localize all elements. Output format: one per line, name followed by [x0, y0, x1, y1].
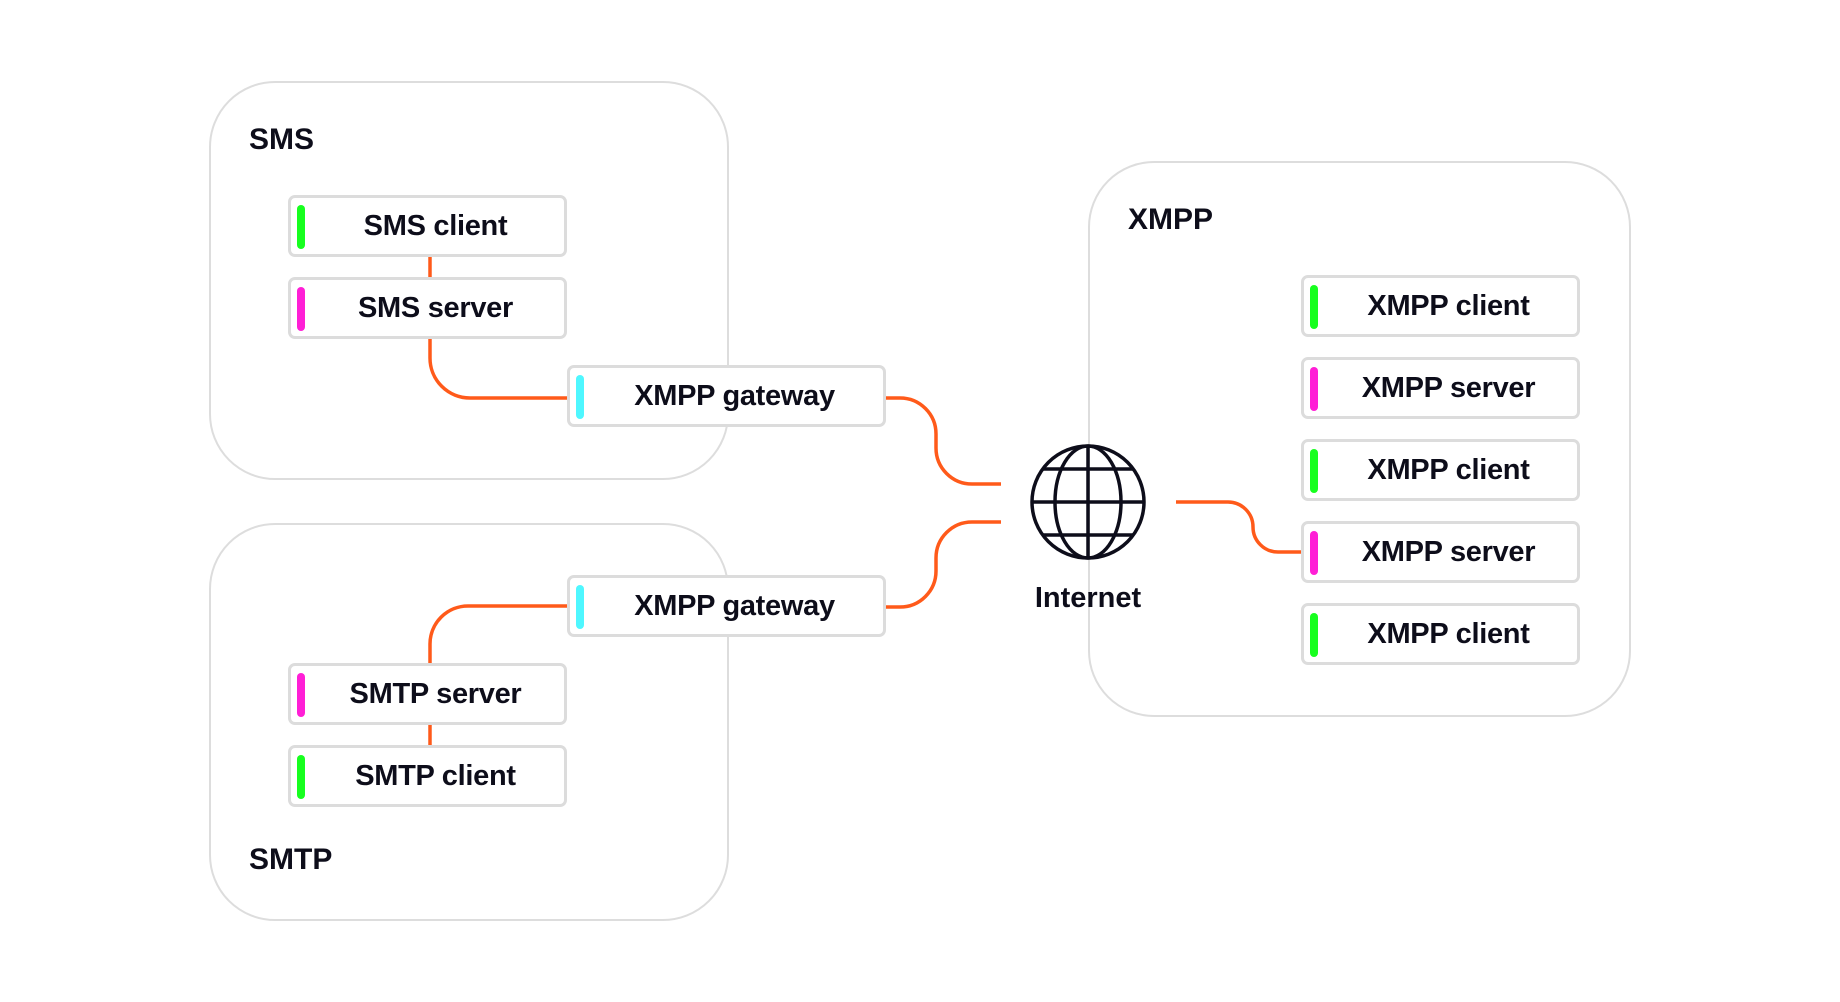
node-label: SMTP client	[355, 759, 516, 792]
xmpp-group	[1088, 161, 1631, 717]
server-indicator	[297, 287, 305, 331]
internet-label: Internet	[1034, 582, 1142, 614]
client-indicator	[1310, 449, 1318, 493]
sms-xmpp-gateway-node[interactable]: XMPP gateway	[567, 365, 886, 427]
gateway-indicator	[576, 375, 584, 419]
node-label: SMS client	[363, 209, 508, 242]
sms-server-node[interactable]: SMS server	[288, 277, 567, 339]
smtp-server-node[interactable]: SMTP server	[288, 663, 567, 725]
client-indicator	[1310, 613, 1318, 657]
sms-group-label: SMS	[249, 123, 315, 156]
node-label: XMPP client	[1367, 453, 1530, 486]
node-label: XMPP server	[1361, 371, 1536, 404]
wire-internet-to-smtp-gateway	[886, 520, 1001, 609]
sms-group	[209, 81, 729, 480]
gateway-indicator	[576, 585, 584, 629]
xmpp-client-node-3[interactable]: XMPP client	[1301, 603, 1580, 665]
smtp-group	[209, 523, 729, 921]
xmpp-server-node-2[interactable]: XMPP server	[1301, 521, 1580, 583]
server-indicator	[297, 673, 305, 717]
node-label: XMPP gateway	[634, 589, 835, 622]
server-indicator	[1310, 367, 1318, 411]
smtp-xmpp-gateway-node[interactable]: XMPP gateway	[567, 575, 886, 637]
client-indicator	[1310, 285, 1318, 329]
smtp-client-node[interactable]: SMTP client	[288, 745, 567, 807]
node-label: XMPP server	[1361, 535, 1536, 568]
node-label: XMPP gateway	[634, 379, 835, 412]
node-label: SMTP server	[349, 677, 522, 710]
server-indicator	[1310, 531, 1318, 575]
node-label: SMS server	[358, 291, 513, 324]
xmpp-group-label: XMPP	[1128, 203, 1214, 236]
node-label: XMPP client	[1367, 617, 1530, 650]
sms-client-node[interactable]: SMS client	[288, 195, 567, 257]
node-label: XMPP client	[1367, 289, 1530, 322]
xmpp-server-node-1[interactable]: XMPP server	[1301, 357, 1580, 419]
globe-icon[interactable]	[1028, 442, 1148, 562]
xmpp-client-node-1[interactable]: XMPP client	[1301, 275, 1580, 337]
wire-sms-gateway-to-internet	[886, 396, 1001, 486]
smtp-group-label: SMTP	[249, 843, 333, 876]
client-indicator	[297, 755, 305, 799]
xmpp-client-node-2[interactable]: XMPP client	[1301, 439, 1580, 501]
client-indicator	[297, 205, 305, 249]
